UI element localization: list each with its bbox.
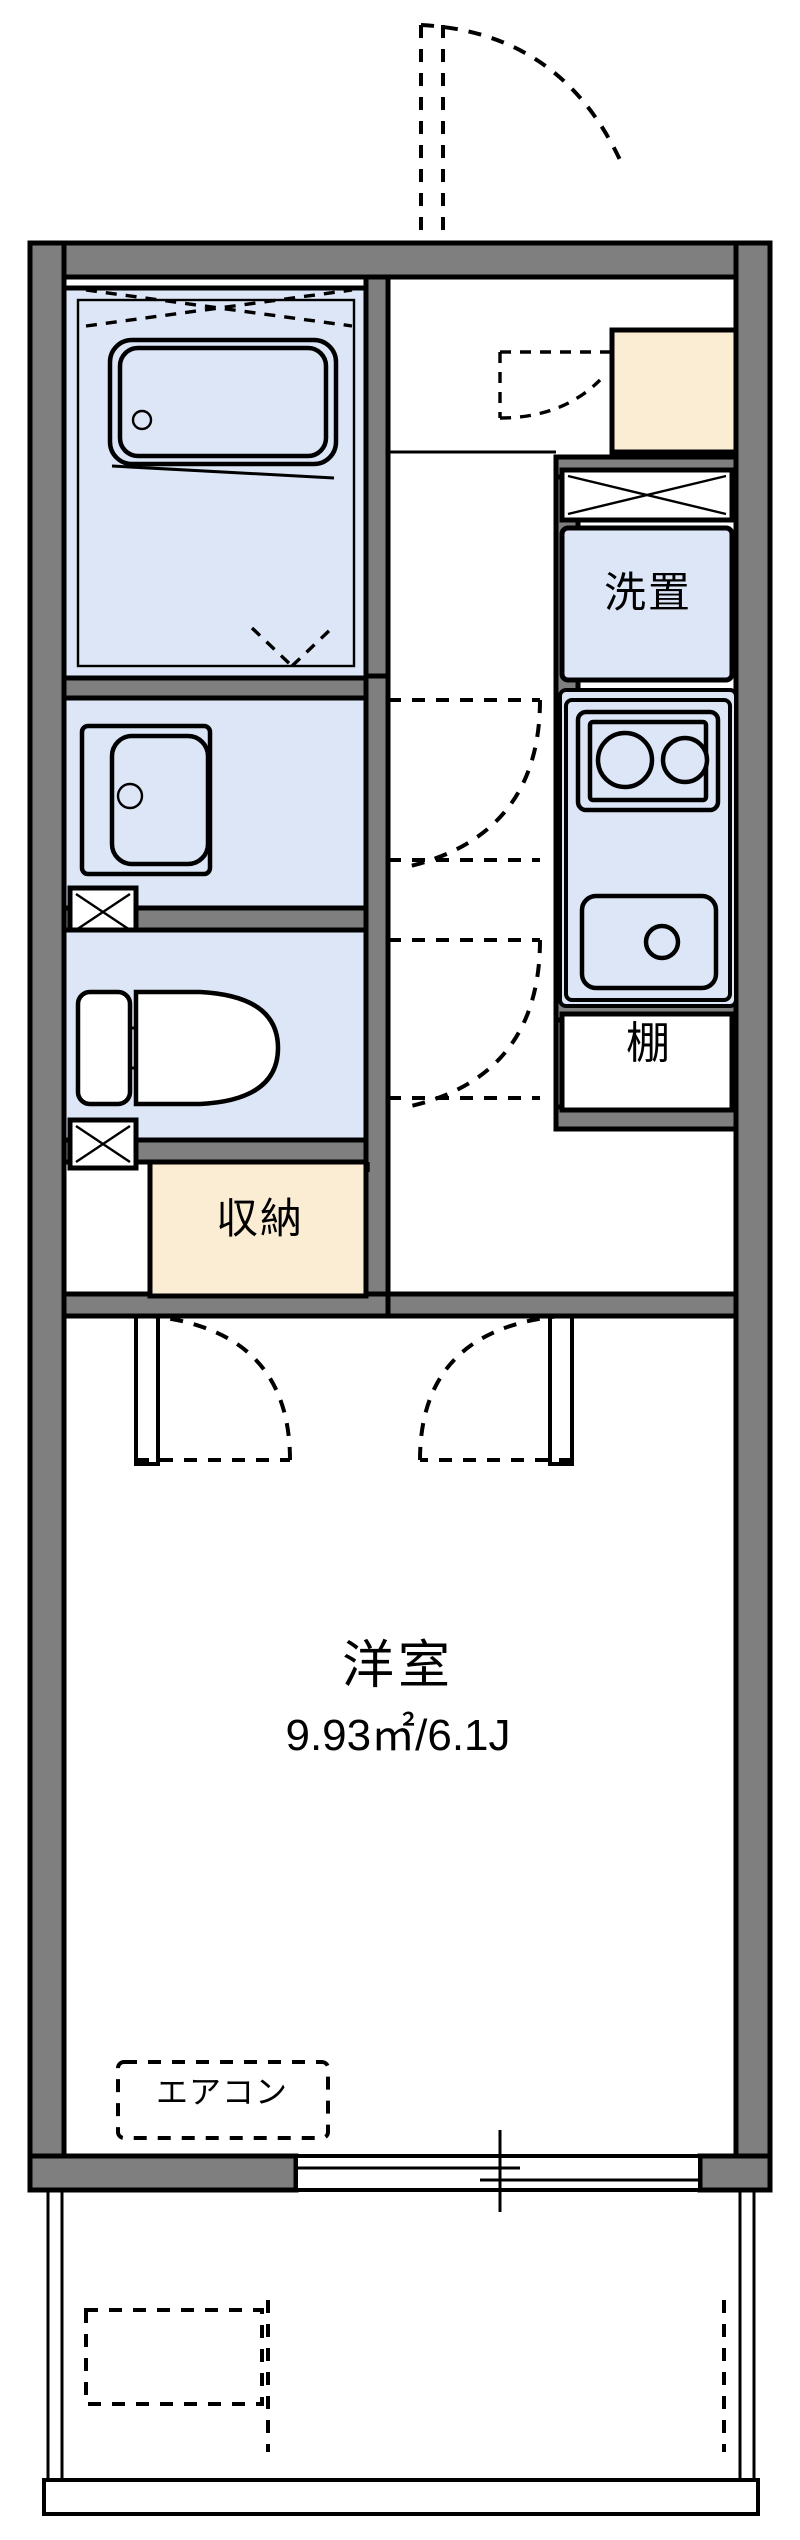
washer-space-name: 洗置 (603, 568, 693, 617)
closet (147, 1159, 369, 1299)
room-label-shelf: 棚 (626, 1022, 670, 1066)
bath-sliding-door (85, 288, 353, 328)
bathtub (107, 337, 339, 480)
toilet-room (61, 927, 369, 1143)
kitchen-sink (579, 893, 719, 991)
refrigerator-space (609, 327, 739, 455)
air-conditioner-label: エアコン (156, 2076, 288, 2108)
shelf-area (559, 1011, 735, 1113)
toilet (75, 989, 281, 1107)
room-area-value: 9.93㎡/6.1J (285, 1711, 511, 1760)
room-label-washer: 洗置 (604, 572, 692, 614)
room-entry-door-swing (134, 1314, 574, 1466)
shelf-name: 棚 (626, 1018, 670, 1069)
room-name-main: 洋室 (341, 1636, 455, 1696)
two-burner-stove (575, 709, 721, 813)
room-label-closet: 収納 (216, 1198, 304, 1240)
balcony (42, 2190, 760, 2516)
wash-basin (79, 723, 213, 877)
balcony-sliding-window (294, 2130, 702, 2212)
closet-name: 収納 (215, 1194, 305, 1243)
vanity-door-swing (386, 698, 542, 870)
room-label-main: 洋室 (342, 1640, 454, 1692)
entry-area (388, 327, 739, 455)
unit-bath (61, 285, 369, 681)
room-area-main: 9.93㎡/6.1J (285, 1714, 510, 1758)
vanity-room (61, 695, 369, 911)
washer-space (559, 525, 735, 683)
entrance-door-swing (419, 23, 622, 243)
air-conditioner-marker (116, 2060, 330, 2140)
window-toilet (67, 1117, 139, 1171)
exterior-walls (27, 240, 773, 2193)
kitchen (558, 688, 738, 1008)
air-conditioner-name: エアコン (155, 2073, 289, 2111)
window-washer (559, 467, 735, 523)
toilet-door-swing (388, 938, 542, 1110)
